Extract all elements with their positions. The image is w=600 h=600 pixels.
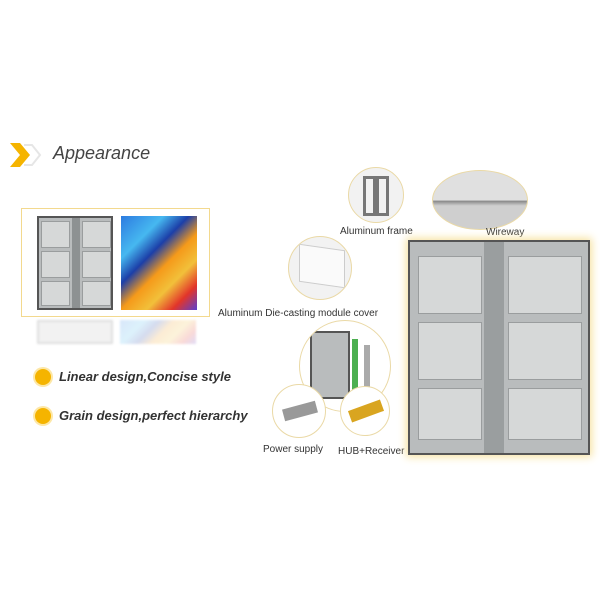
aluminum-frame-image xyxy=(348,167,404,223)
feature-text: Linear design,Concise style xyxy=(59,369,231,384)
wireway-image xyxy=(432,170,528,230)
feature-text: Grain design,perfect hierarchy xyxy=(59,408,248,423)
display-reflection xyxy=(120,320,196,344)
bullet-icon xyxy=(35,369,51,385)
page-title: Appearance xyxy=(53,143,151,163)
hub-receiver-image xyxy=(340,386,390,436)
module-cover-image xyxy=(288,236,352,300)
power-supply-image xyxy=(272,384,326,438)
hub-receiver-label: HUB+Receiver xyxy=(338,446,405,457)
cabinet-reflection xyxy=(37,320,113,344)
cabinet-large-image xyxy=(408,240,590,455)
cabinet-back-image xyxy=(37,216,113,310)
aluminum-frame-label: Aluminum frame xyxy=(340,226,413,237)
bullet-icon xyxy=(35,408,51,424)
chevron-icon xyxy=(8,140,48,174)
module-cover-label: Aluminum Die-casting module cover xyxy=(218,308,379,319)
led-display-image xyxy=(121,216,197,310)
product-preview-box xyxy=(21,208,210,317)
power-supply-label: Power supply xyxy=(263,444,324,455)
wireway-label: Wireway xyxy=(486,227,525,238)
